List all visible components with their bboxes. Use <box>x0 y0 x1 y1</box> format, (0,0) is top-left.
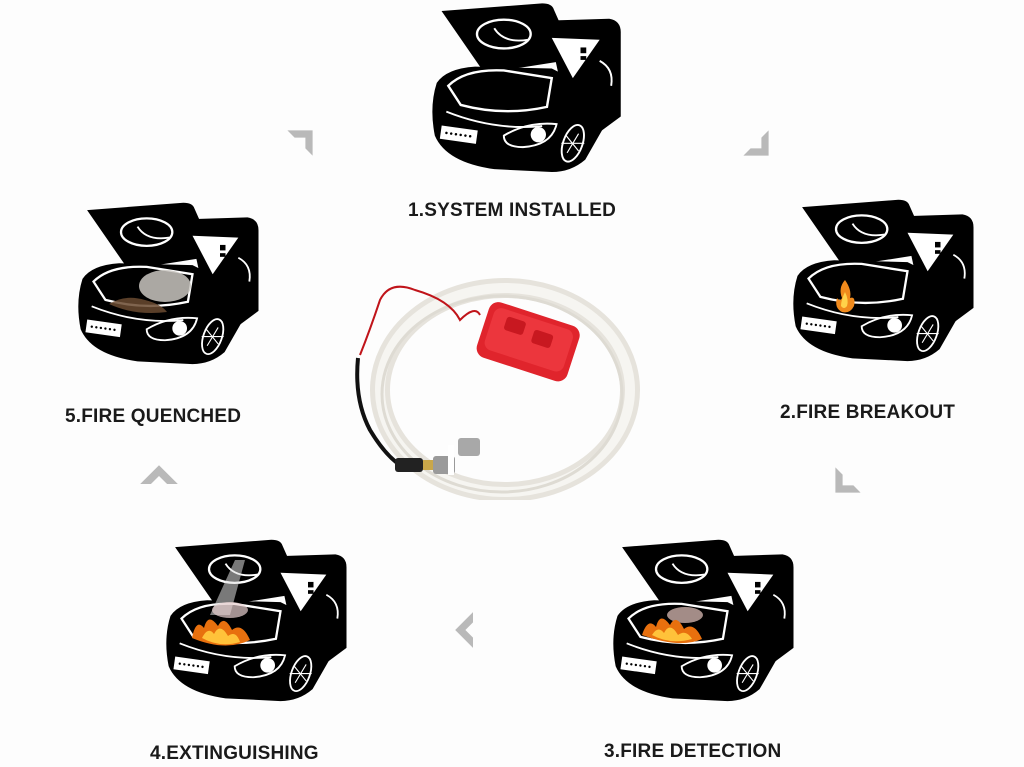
spray-flames-icon <box>192 560 250 646</box>
flame-icon <box>836 280 855 313</box>
car-icon <box>770 195 990 375</box>
fire-suppression-device <box>355 278 640 500</box>
stage-label: 2.FIRE BREAKOUT <box>780 402 956 423</box>
chevron-down-right-icon <box>738 125 774 161</box>
chevron-down-left-icon <box>830 462 866 498</box>
stage-label: 1.SYSTEM INSTALLED <box>408 200 617 221</box>
stage-label: 4.EXTINGUISHING <box>150 743 319 764</box>
chevron-left-icon <box>448 605 499 656</box>
stage-label: 3.FIRE DETECTION <box>604 741 782 762</box>
car-icon <box>408 0 638 185</box>
chevron-up-right-icon <box>282 125 318 161</box>
flames-icon <box>642 607 703 644</box>
chevron-up-icon <box>132 457 186 511</box>
stage-label: 5.FIRE QUENCHED <box>65 406 242 427</box>
smoke-icon <box>109 270 191 313</box>
